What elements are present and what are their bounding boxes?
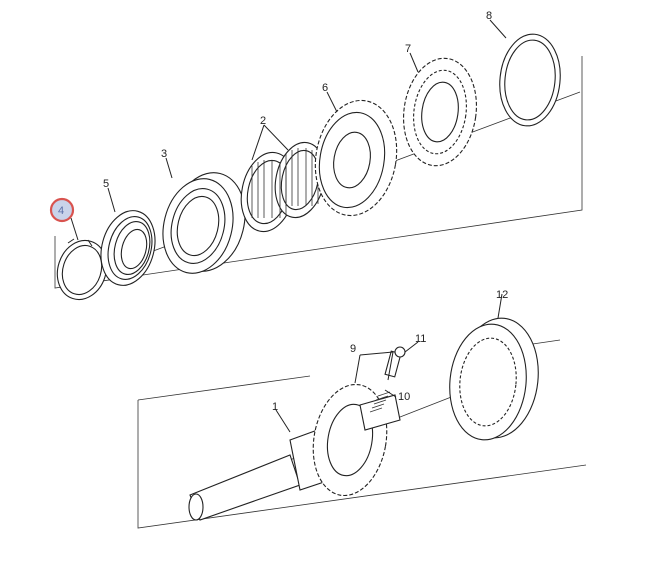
detent-spring-part-10[interactable] — [369, 391, 391, 413]
label-11[interactable]: 11 — [415, 333, 426, 345]
synchro-gear-part-7[interactable] — [397, 54, 483, 171]
detent-plunger-part-11[interactable] — [384, 346, 406, 378]
needle-bearings-part-2[interactable] — [234, 138, 331, 237]
label-4[interactable]: 4 — [58, 205, 64, 217]
label-10[interactable]: 10 — [398, 391, 410, 403]
main-shaft-part-1[interactable] — [188, 379, 401, 521]
label-8[interactable]: 8 — [486, 10, 492, 22]
part-labels: 8 7 6 2 3 5 4 12 11 9 10 1 — [58, 10, 508, 413]
label-6[interactable]: 6 — [322, 82, 328, 94]
label-12[interactable]: 12 — [496, 289, 508, 301]
blocker-ring-part-8[interactable] — [495, 31, 564, 129]
label-7[interactable]: 7 — [405, 43, 411, 55]
bearing-part-3[interactable] — [153, 165, 255, 281]
label-9[interactable]: 9 — [350, 343, 356, 355]
label-1[interactable]: 1 — [272, 401, 278, 413]
label-3[interactable]: 3 — [161, 148, 167, 160]
label-2[interactable]: 2 — [260, 115, 266, 127]
sleeve-part-12[interactable] — [444, 314, 544, 444]
seal-part-5[interactable] — [93, 205, 163, 292]
gear-part-6[interactable] — [307, 94, 406, 222]
highlight-circle — [49, 197, 75, 223]
snap-ring-part-4[interactable] — [50, 234, 114, 306]
label-5[interactable]: 5 — [103, 178, 109, 190]
leader-lines — [70, 19, 507, 433]
